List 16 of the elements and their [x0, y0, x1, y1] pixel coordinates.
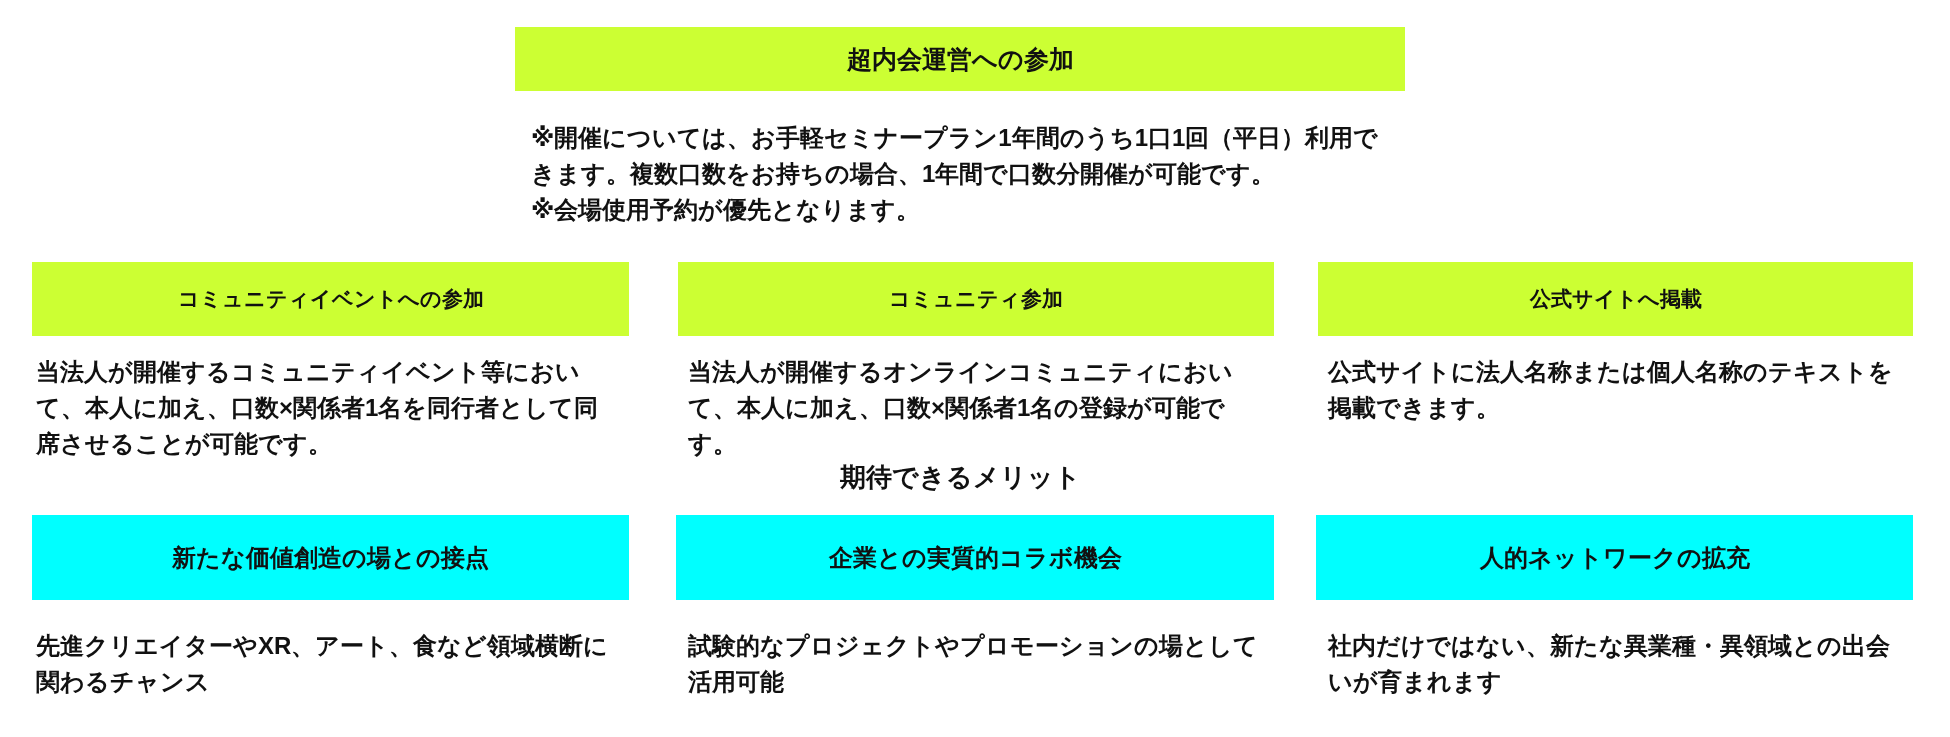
section-heading: 期待できるメリット	[838, 461, 1082, 494]
benefit-header-box: 公式サイトへ掲載	[1318, 262, 1913, 336]
description-text: 社内だけではない、新たな異業種・異領域との出会いが育まれます	[1328, 631, 1891, 697]
description-text: 先進クリエイターやXR、アート、食など領域横断に関わるチャンス	[36, 631, 610, 697]
description-text: 当法人が開催するオンラインコミュニティにおいて、本人に加え、口数×関係者1名の登録が可能です。	[688, 357, 1234, 459]
title-box: 超内会運営への参加	[515, 27, 1405, 91]
benefit-header-box: コミュニティイベントへの参加	[32, 262, 629, 336]
note-text: ※会場使用予約が優先となります。	[531, 195, 922, 225]
note-text: ※開催については、お手軽セミナープラン1年間のうち1口1回（平日）利用できます。複数口数をお持ちの場合、1年間で口数分開催が可能です。	[531, 123, 1380, 189]
merit-header-box: 企業との実質的コラボ機会	[676, 515, 1274, 600]
description-text: 試験的なプロジェクトやプロモーションの場として活用可能	[688, 631, 1259, 697]
merit-header-box: 人的ネットワークの拡充	[1316, 515, 1913, 600]
merit-header-box: 新たな価値創造の場との接点	[32, 515, 629, 600]
description-text: 当法人が開催するコミュニティイベント等において、本人に加え、口数×関係者1名を同行者として同席させることが可能です。	[36, 357, 600, 459]
description-text: 公式サイトに法人名称または個人名称のテキストを掲載できます。	[1328, 357, 1894, 423]
benefit-header-box: コミュニティ参加	[678, 262, 1274, 336]
